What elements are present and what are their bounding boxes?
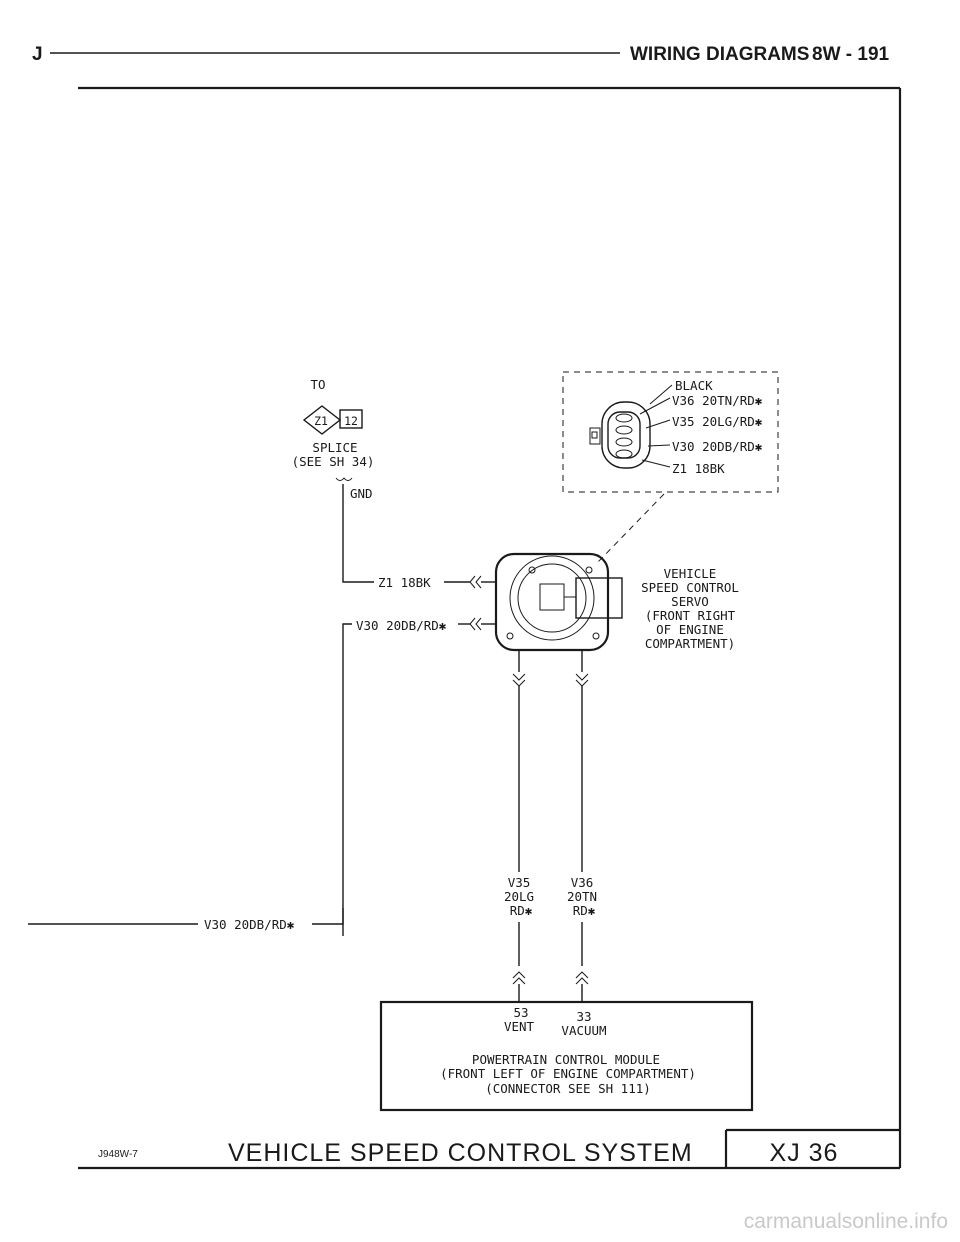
footer-ref: XJ 36 [770, 1139, 839, 1167]
servo-line-5: OF ENGINE [656, 622, 724, 637]
v30-bottom-wire-right [312, 908, 344, 925]
footer-system: VEHICLE SPEED CONTROL SYSTEM [228, 1139, 693, 1167]
splice-id-right: 12 [344, 414, 358, 428]
hose-left-line-3: RD✱ [510, 903, 533, 918]
pcm-pin-53: 53 [513, 1005, 528, 1020]
header-title: WIRING DIAGRAMS [630, 44, 809, 65]
pcm-vacuum-label: VACUUM [561, 1023, 606, 1038]
connector-leader-lines [639, 384, 673, 468]
connector-pin-2: V35 20LG/RD✱ [672, 414, 763, 429]
pcm-box [379, 1000, 754, 1112]
splice-id-left: Z1 [314, 414, 328, 428]
connector-pointer [597, 493, 665, 563]
pcm-pin-33: 33 [576, 1009, 591, 1024]
splice-to-label: TO [310, 377, 325, 392]
servo-line-4: (FRONT RIGHT [645, 608, 736, 623]
hose-right-top-coupler-icon [575, 673, 589, 687]
splice-symbol [302, 405, 363, 435]
hose-left-line-2: 20LG [504, 889, 534, 904]
z1-wire-label: Z1 18BK [378, 575, 431, 590]
hose-left-top-coupler-icon [512, 673, 526, 687]
connector-pin-4: Z1 18BK [672, 461, 725, 476]
servo-line-3: SERVO [671, 594, 709, 609]
servo-line-1: VEHICLE [664, 566, 717, 581]
servo-line-6: COMPARTMENT) [645, 636, 735, 651]
header-page: 8W - 191 [812, 44, 890, 65]
hose-left-bottom-coupler-icon [512, 971, 526, 985]
connector-pin-1: V36 20TN/RD✱ [672, 393, 763, 408]
pcm-vent-label: VENT [504, 1019, 535, 1034]
connector-face-icon [589, 401, 651, 469]
hose-right-bottom-coupler-icon [575, 971, 589, 985]
splice-name: SPLICE [312, 440, 357, 455]
hose-right-line-1: V36 [571, 875, 594, 890]
footer-code: J948W-7 [98, 1149, 138, 1160]
v30-wire-vertical [342, 623, 352, 936]
v30-wire-label: V30 20DB/RD✱ [356, 618, 447, 633]
hose-right-line-3: RD✱ [573, 903, 596, 918]
v30-bottom-label: V30 20DB/RD✱ [204, 917, 295, 932]
connector-pin-3: V30 20DB/RD✱ [672, 439, 763, 454]
v30-connector-icon [469, 617, 482, 631]
splice-break-icon [335, 477, 353, 481]
pcm-title: POWERTRAIN CONTROL MODULE [472, 1052, 660, 1067]
servo-line-2: SPEED CONTROL [641, 580, 739, 595]
z1-wire-upper [342, 484, 374, 583]
splice-ref: (SEE SH 34) [292, 454, 375, 469]
hose-left-line-1: V35 [508, 875, 531, 890]
header-left: J [32, 44, 43, 65]
connector-view-box [562, 371, 779, 493]
connector-color: BLACK [675, 378, 713, 393]
pcm-connector-ref: (CONNECTOR SEE SH 111) [485, 1081, 651, 1096]
hose-right-line-2: 20TN [567, 889, 597, 904]
gnd-label: GND [350, 486, 373, 501]
servo-icon [494, 552, 623, 652]
z1-connector-icon [469, 575, 482, 589]
watermark: carmanualsonline.info [744, 1210, 948, 1233]
pcm-location: (FRONT LEFT OF ENGINE COMPARTMENT) [440, 1066, 696, 1081]
